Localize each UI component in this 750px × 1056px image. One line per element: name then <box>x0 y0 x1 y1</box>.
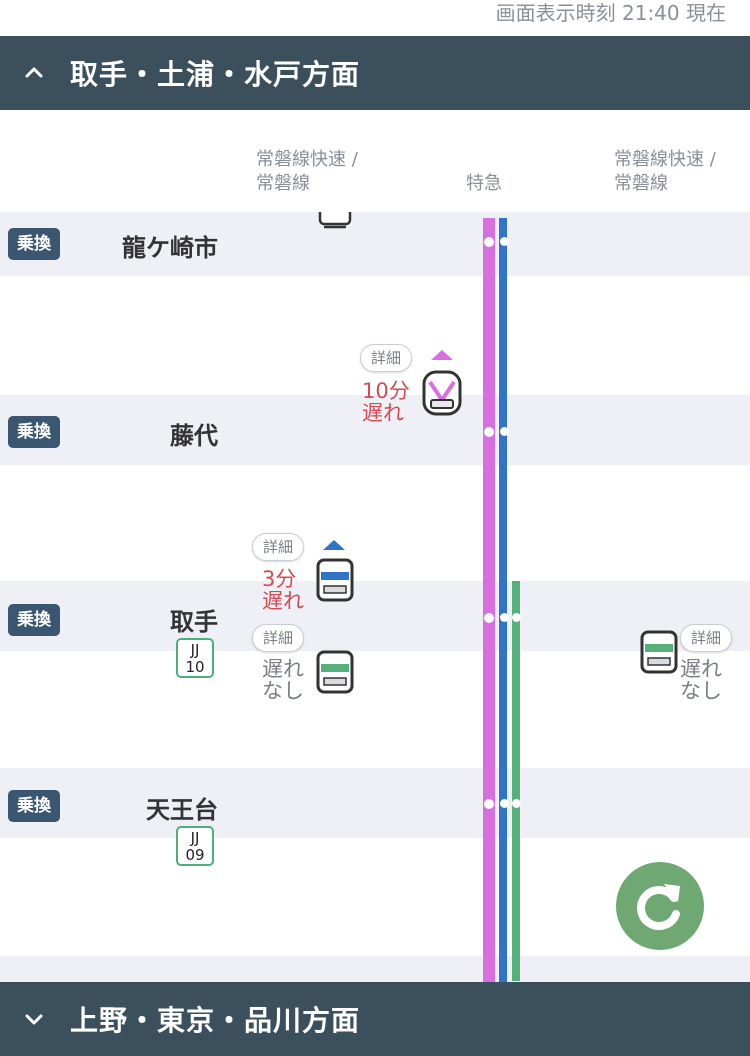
train-detail-button[interactable]: 詳細 <box>680 624 733 652</box>
track-node <box>500 427 509 436</box>
station-name[interactable]: 藤代 <box>170 422 218 450</box>
station-name[interactable]: 天王台 <box>146 796 218 824</box>
local-train-icon[interactable] <box>316 650 354 694</box>
station-row-tennodai <box>0 768 750 838</box>
station-code-number: 09 <box>185 846 205 864</box>
train-detail-button[interactable]: 詳細 <box>252 533 305 561</box>
direction-arrow-icon <box>323 540 345 550</box>
transfer-badge[interactable]: 乗換 <box>8 416 60 448</box>
station-name[interactable]: 龍ケ崎市 <box>122 234 218 262</box>
column-header-rapid-left: 常磐線快速 / 常磐線 <box>256 149 358 194</box>
direction-bar-outbound[interactable]: 取手・土浦・水戸方面 <box>0 36 750 110</box>
rapid-train-icon[interactable] <box>316 558 354 602</box>
direction-title: 取手・土浦・水戸方面 <box>70 58 361 91</box>
track-rapid <box>499 218 507 983</box>
column-header-rapid-right: 常磐線快速 / 常磐線 <box>614 149 716 194</box>
display-time: 画面表示時刻 21:40 現在 <box>495 1 726 25</box>
chevron-up-icon <box>25 67 43 78</box>
column-header-limited-express: 特急 <box>466 173 502 194</box>
track-node <box>500 799 509 808</box>
station-code-line: JJ <box>190 641 200 659</box>
track-node <box>483 236 495 248</box>
track-node <box>483 612 495 624</box>
refresh-icon <box>637 884 680 930</box>
direction-bar-inbound[interactable]: 上野・東京・品川方面 <box>0 982 750 1056</box>
chevron-down-icon <box>25 1014 43 1025</box>
track-node <box>483 426 495 438</box>
track-limited-express <box>483 218 495 983</box>
track-node <box>512 613 521 622</box>
train-delay-status: 遅れ なし <box>262 657 304 703</box>
transfer-badge[interactable]: 乗換 <box>8 604 60 636</box>
station-row-ryugasakishi <box>0 212 750 276</box>
train-delay-status: 遅れ なし <box>680 657 722 703</box>
train-detail-button[interactable]: 詳細 <box>360 344 413 372</box>
train-delay-status: 10分 遅れ <box>362 379 410 425</box>
station-row-fujishiro <box>0 395 750 465</box>
track-local <box>512 581 520 981</box>
transfer-badge[interactable]: 乗換 <box>8 790 60 822</box>
direction-arrow-icon <box>431 350 453 360</box>
limited-express-train-icon[interactable] <box>422 370 462 416</box>
train-detail-button[interactable]: 詳細 <box>252 624 305 652</box>
station-code-line: JJ <box>190 829 200 847</box>
transfer-badge[interactable]: 乗換 <box>8 228 60 260</box>
station-name[interactable]: 取手 <box>170 608 218 636</box>
train-icon <box>318 212 352 229</box>
direction-title: 上野・東京・品川方面 <box>70 1004 361 1037</box>
track-node <box>500 237 509 246</box>
station-row-toride <box>0 581 750 651</box>
track-node <box>512 799 521 808</box>
station-row-next <box>0 956 750 986</box>
track-node <box>483 798 495 810</box>
station-code-number: 10 <box>185 658 205 676</box>
station-code: JJ 09 <box>176 826 214 866</box>
station-code: JJ 10 <box>176 638 214 678</box>
train-delay-status: 3分 遅れ <box>262 567 304 613</box>
refresh-button[interactable] <box>616 862 704 950</box>
local-train-icon[interactable] <box>640 630 678 674</box>
track-node <box>500 613 509 622</box>
